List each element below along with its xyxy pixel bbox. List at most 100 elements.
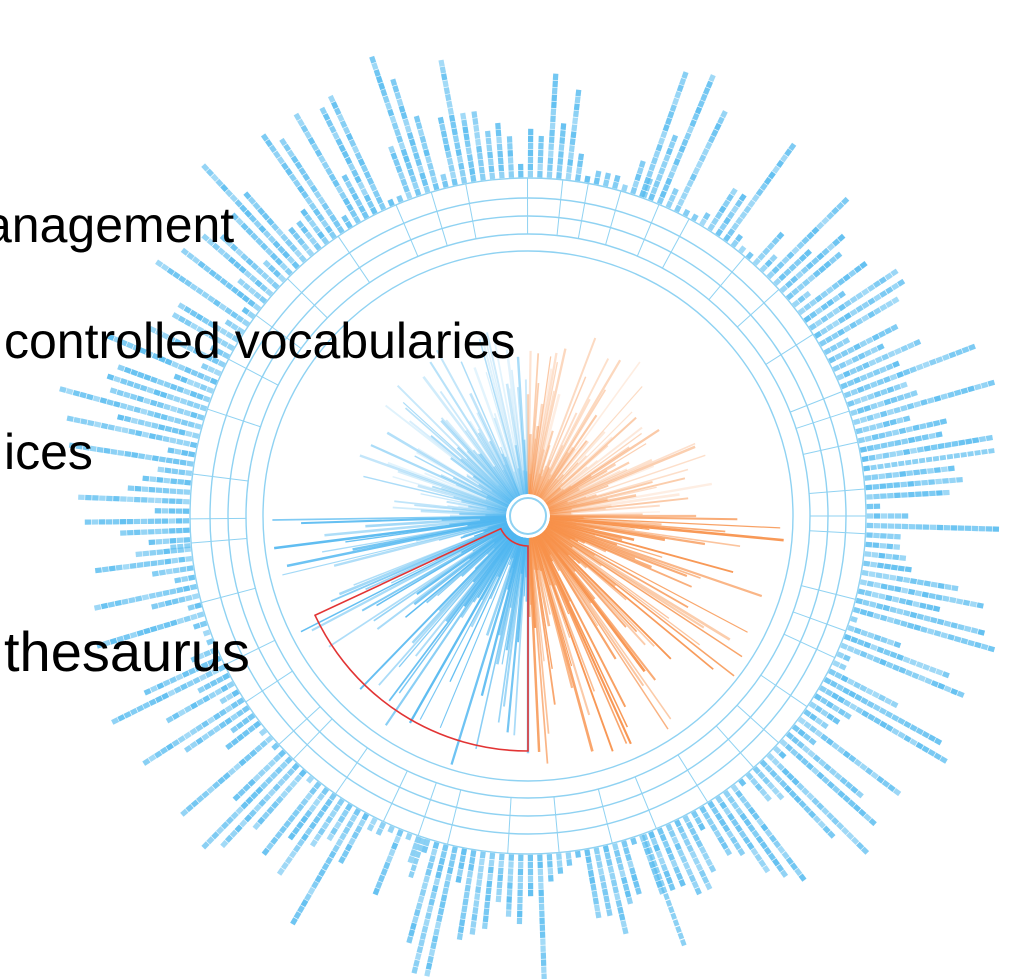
leaf-block	[72, 389, 81, 397]
leaf-block	[711, 217, 719, 226]
leaf-block	[300, 832, 309, 842]
leaf-block	[218, 708, 227, 717]
leaf-block	[692, 833, 700, 842]
leaf-block	[697, 99, 705, 108]
leaf-block	[870, 771, 879, 780]
leaf-block	[178, 556, 186, 563]
leaf-block	[527, 889, 534, 897]
leaf-block	[183, 319, 193, 327]
leaf-block	[849, 308, 858, 317]
leaf-block	[366, 823, 375, 832]
leaf-block	[665, 846, 673, 855]
leaf-block	[623, 846, 630, 855]
leaf-spike-block	[680, 938, 687, 947]
leaf-block	[457, 926, 465, 934]
leaf-block	[304, 196, 313, 205]
leaf-block	[161, 692, 170, 700]
leaf-block	[143, 397, 151, 405]
leaf-block	[518, 170, 524, 178]
leaf-block	[612, 181, 619, 190]
leaf-block	[154, 750, 163, 759]
leaf-block	[896, 371, 905, 379]
branch-blue	[409, 420, 512, 503]
leaf-block	[212, 725, 222, 733]
leaf-spike-block	[877, 463, 884, 470]
branch-orange	[549, 498, 608, 513]
leaf-block	[769, 254, 778, 263]
leaf-block	[872, 483, 880, 490]
leaf-block	[894, 439, 902, 446]
leaf-block	[841, 826, 850, 836]
leaf-block	[419, 932, 427, 940]
leaf-block	[730, 818, 739, 827]
leaf-block	[825, 737, 835, 746]
leaf-block	[812, 269, 821, 278]
leaf-block	[903, 720, 912, 729]
leaf-block	[241, 729, 251, 738]
leaf-block	[179, 459, 187, 466]
leaf-block	[857, 352, 866, 360]
leaf-block	[683, 838, 691, 847]
branch-blue	[481, 489, 510, 507]
leaf-block	[831, 692, 840, 700]
leaf-block	[183, 705, 193, 713]
leaf-block	[192, 676, 201, 685]
leaf-block	[445, 93, 452, 102]
branch-orange	[542, 455, 587, 501]
leaf-block	[552, 73, 559, 81]
leaf-block	[868, 571, 876, 578]
branch-blue	[516, 356, 528, 495]
leaf-block	[714, 812, 723, 821]
leaf-block	[814, 294, 823, 303]
leaf-block	[915, 661, 924, 669]
leaf-block	[634, 173, 642, 182]
leaf-block	[890, 268, 899, 277]
leaf-block	[906, 402, 915, 410]
branch-blue	[516, 387, 528, 495]
branch-orange	[536, 466, 550, 497]
leaf-block	[539, 931, 546, 938]
ring-divider	[430, 192, 448, 246]
leaf-block	[537, 854, 543, 862]
leaf-block	[648, 830, 656, 839]
leaf-block	[517, 889, 523, 897]
branch-orange	[529, 403, 544, 495]
leaf-block	[847, 399, 855, 408]
leaf-block	[328, 173, 337, 182]
leaf-block	[161, 528, 169, 534]
leaf-block	[229, 829, 238, 838]
leaf-block	[859, 579, 868, 586]
leaf-block	[832, 364, 841, 372]
leaf-block	[771, 266, 780, 275]
leaf-block	[267, 235, 276, 244]
leaf-block	[294, 249, 303, 258]
leaf-block	[731, 801, 740, 810]
leaf-block	[215, 348, 224, 356]
leaf-block	[289, 779, 298, 789]
leaf-block	[136, 562, 144, 568]
leaf-block	[726, 830, 734, 839]
leaf-block	[496, 136, 502, 144]
leaf-block	[201, 316, 210, 325]
leaf-block	[677, 825, 685, 834]
leaf-block	[163, 621, 171, 629]
branch-orange	[538, 478, 550, 498]
leaf-block	[272, 269, 282, 278]
leaf-block	[947, 391, 955, 399]
leaf-block	[866, 580, 875, 587]
leaf-block	[808, 322, 818, 331]
leaf-block	[939, 418, 948, 425]
leaf-block	[264, 735, 274, 744]
branch-blue	[414, 504, 507, 515]
leaf-block	[456, 155, 464, 164]
leaf-block	[247, 713, 256, 721]
leaf-block	[843, 711, 852, 720]
leaf-block	[235, 217, 244, 226]
leaf-block	[596, 861, 603, 869]
leaf-block	[814, 318, 823, 327]
leaf-block	[889, 574, 897, 581]
leaf-block	[755, 188, 764, 197]
leaf-block	[729, 836, 738, 845]
leaf-block	[720, 841, 729, 850]
leaf-block	[181, 449, 189, 457]
